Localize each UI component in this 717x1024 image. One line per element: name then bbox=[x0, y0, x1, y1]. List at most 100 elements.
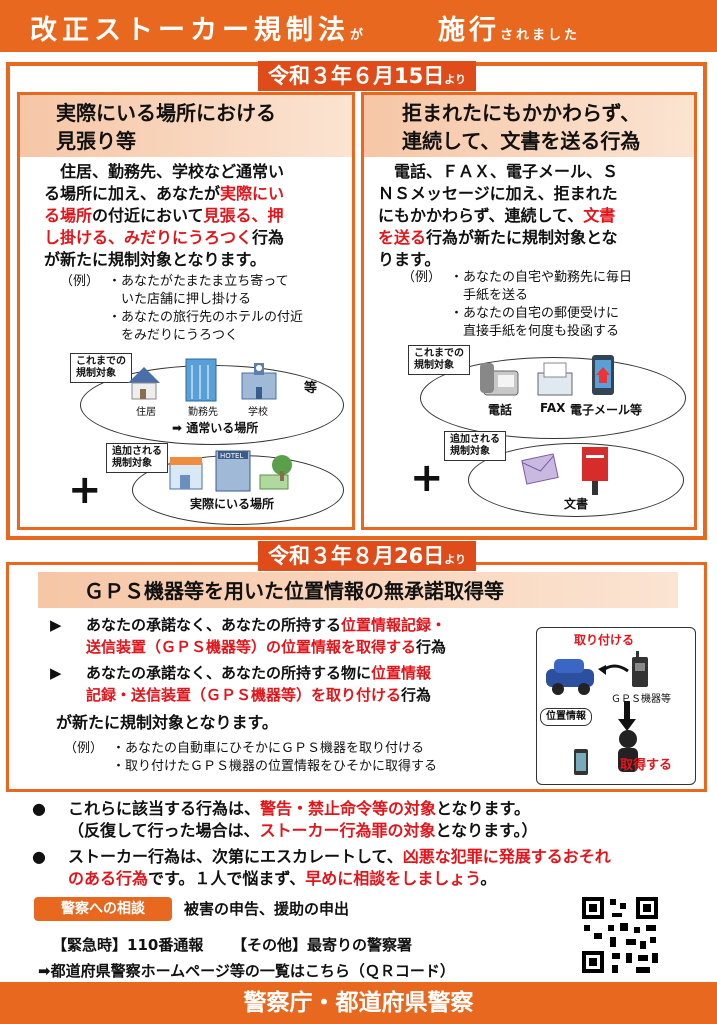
added-targets-tag: 追加される 規制対象 bbox=[444, 431, 506, 461]
existing-item-school: 学校 bbox=[248, 407, 268, 418]
footer-banner: 警察庁・都道府県警察 bbox=[0, 982, 717, 1024]
smartphone-mail-icon bbox=[592, 355, 614, 395]
text-line: ストーカー行為は、次第にエスカレートして、凶悪な犯罪に発展するおそれ bbox=[68, 847, 611, 866]
added-places-illustration: HOTEL bbox=[169, 450, 292, 492]
example-line: ・あなたの自宅や勤務先に毎日 bbox=[450, 270, 633, 285]
existing-item-office: 勤務先 bbox=[188, 407, 218, 418]
existing-targets-tag: これまでの 規制対象 bbox=[70, 353, 132, 383]
text-line: これらに該当する行為は、警告・禁止命令等の対象となります。 bbox=[68, 799, 530, 818]
note-bullet: ● bbox=[32, 847, 46, 866]
other-line: 【その他】最寄りの警察署 bbox=[232, 936, 413, 954]
text-line: あなたの承諾なく、あなたの所持する物に位置情報 bbox=[86, 664, 432, 682]
telephone-icon bbox=[480, 363, 519, 396]
panel-lookout: 実際にいる場所における見張り等 住居、勤務先、学校など通常いる場所に加え、あなた… bbox=[17, 92, 355, 530]
note-bullet: ● bbox=[32, 799, 46, 818]
text-line: し掛ける、みだりにうろつく行為 bbox=[44, 228, 285, 247]
house-icon bbox=[128, 367, 160, 400]
school-icon bbox=[241, 363, 277, 400]
existing-item-phone: 電話 bbox=[488, 403, 513, 417]
example-line: をみだりにうろつく bbox=[108, 328, 239, 343]
text-line: あなたの承諾なく、あなたの所持する位置情報記録・ bbox=[86, 616, 447, 634]
gps-device-icon bbox=[632, 651, 648, 687]
police-consult-button[interactable]: 警察への相談 bbox=[34, 897, 172, 921]
added-caption: 文書 bbox=[564, 497, 589, 511]
existing-item-home: 住居 bbox=[136, 407, 156, 418]
bullet-mark: ▶ bbox=[50, 616, 62, 634]
mailbox-icon bbox=[582, 447, 608, 495]
example-line: 直接手紙を何度も投函する bbox=[450, 324, 620, 339]
text-line: が新たに規制対象となります。 bbox=[44, 250, 266, 269]
example-label: （例） bbox=[402, 270, 442, 285]
example-line: ・取り付けたＧＰＳ機器の位置情報をひそかに取得する bbox=[112, 759, 438, 774]
section1-date: 令和３年６月15日より bbox=[258, 61, 477, 91]
plus-icon: + bbox=[410, 455, 444, 501]
text-line: 送信装置（ＧＰＳ機器等）の位置情報を取得する行為 bbox=[86, 638, 447, 656]
text-line: にもかかわらず、連続して、文書 bbox=[378, 206, 616, 225]
existing-media-illustration bbox=[480, 355, 614, 396]
example-line: ・あなたがたまたま立ち寄って bbox=[108, 274, 289, 289]
attach-label: 取り付ける bbox=[574, 633, 635, 647]
added-targets-tag: 追加される 規制対象 bbox=[106, 443, 168, 473]
acquire-label: 取得する bbox=[620, 758, 673, 773]
gps-conclusion: が新たに規制対象となります。 bbox=[56, 713, 278, 732]
gps-diagram-illustration bbox=[546, 651, 648, 775]
hotel-icon: HOTEL bbox=[215, 450, 251, 492]
letter-icon bbox=[521, 453, 559, 485]
example-label: （例） bbox=[64, 741, 104, 756]
added-document-illustration bbox=[521, 447, 608, 495]
gps-bullet-1: あなたの承諾なく、あなたの所持する位置情報記録・送信装置（ＧＰＳ機器等）の位置情… bbox=[86, 614, 526, 658]
example-line: ・あなたの旅行先のホテルの付近 bbox=[108, 310, 304, 325]
existing-targets-tag: これまでの 規制対象 bbox=[408, 345, 470, 375]
arrow-right-icon: ➡ bbox=[172, 421, 187, 435]
header-banner: 改正ストーカー規制法が 施行されました bbox=[0, 0, 717, 52]
text-line: 電話、ＦＡＸ、電子メール、Ｓ bbox=[378, 162, 619, 181]
arrow-right-icon: ➡ bbox=[38, 962, 51, 980]
bullet-mark: ▶ bbox=[50, 664, 62, 682]
down-arrow-icon bbox=[618, 701, 636, 731]
existing-item-fax: FAX bbox=[540, 401, 566, 415]
panel-lookout-body: 住居、勤務先、学校など通常いる場所に加え、あなたが実際にいる場所の付近において見… bbox=[44, 161, 350, 271]
text-line: （反復して行った場合は、ストーカー行為罪の対象となります。） bbox=[68, 821, 538, 840]
fax-icon bbox=[537, 362, 573, 396]
panel-documents: 拒まれたにもかかわらず、連続して、文書を送る行為 電話、ＦＡＸ、電子メール、Ｓ Ｎ… bbox=[361, 92, 697, 530]
text-line: ＮＳメッセージに加え、拒まれた bbox=[378, 184, 618, 203]
panel-documents-examples: ・あなたの自宅や勤務先に毎日 手紙を送る・あなたの自宅の郵便受けに 直接手紙を何… bbox=[450, 269, 632, 341]
existing-buildings-illustration bbox=[128, 358, 277, 402]
emergency-line: 【緊急時】110番通報 bbox=[52, 936, 204, 954]
existing-item-email: 電子メール等 bbox=[570, 403, 643, 417]
gps-diagram bbox=[536, 627, 696, 785]
text-line: を送る行為が新たに規制対象とな bbox=[378, 228, 618, 247]
example-line: ・あなたの自動車にひそかにＧＰＳ機器を取り付ける bbox=[112, 741, 425, 756]
note-1: これらに該当する行為は、警告・禁止命令等の対象となります。 （反復して行った場合は… bbox=[68, 798, 708, 842]
office-building-icon bbox=[185, 358, 217, 402]
section2-header: ＧＰＳ機器等を用いた位置情報の無承諾取得等 bbox=[38, 572, 678, 608]
qr-link-text[interactable]: ➡都道府県警察ホームページ等の一覧はこちら（ＱＲコード） bbox=[38, 962, 455, 980]
example-label: （例） bbox=[60, 274, 100, 289]
header-title: 改正ストーカー規制法が bbox=[30, 15, 367, 46]
shop-icon bbox=[169, 457, 203, 490]
panel-lookout-examples: ・あなたがたまたま立ち寄って いた店舗に押し掛ける・あなたの旅行先のホテルの付近… bbox=[108, 273, 303, 345]
qr-code-icon[interactable] bbox=[578, 893, 662, 977]
text-line: 住居、勤務先、学校など通常い bbox=[44, 162, 285, 181]
section2-date: 令和３年８月26日より bbox=[258, 541, 477, 571]
car-icon bbox=[546, 659, 594, 695]
text-line: のある行為です。１人で悩まず、早めに相談をしましょう。 bbox=[68, 869, 497, 888]
example-line: いた店舗に押し掛ける bbox=[108, 292, 252, 307]
existing-caption: ➡ 通常いる場所 bbox=[172, 421, 259, 435]
text-line: る場所の付近において見張る、押 bbox=[44, 206, 284, 225]
gps-device-label: ＧＰＳ機器等 bbox=[611, 694, 671, 705]
hotel-sign: HOTEL bbox=[220, 452, 243, 460]
panel-lookout-header: 実際にいる場所における見張り等 bbox=[20, 95, 352, 157]
added-caption: 実際にいる場所 bbox=[190, 497, 275, 511]
gps-bullet-2: あなたの承諾なく、あなたの所持する物に位置情報記録・送信装置（ＧＰＳ機器等）を取… bbox=[86, 662, 526, 706]
gps-examples: ・あなたの自動車にひそかにＧＰＳ機器を取り付ける・取り付けたＧＰＳ機器の位置情報… bbox=[112, 740, 437, 776]
text-line: ります。 bbox=[378, 250, 441, 269]
stalker-icon bbox=[618, 730, 638, 772]
location-info-tag: 位置情報 bbox=[540, 708, 592, 726]
note-2: ストーカー行為は、次第にエスカレートして、凶悪な犯罪に発展するおそれのある行為で… bbox=[68, 846, 708, 890]
panel-documents-header: 拒まれたにもかかわらず、連続して、文書を送る行為 bbox=[364, 95, 694, 157]
phone-icon bbox=[574, 749, 588, 775]
example-line: ・あなたの自宅の郵便受けに bbox=[450, 306, 620, 321]
park-icon bbox=[259, 455, 292, 490]
consult-description: 被害の申告、援助の申出 bbox=[184, 900, 350, 918]
